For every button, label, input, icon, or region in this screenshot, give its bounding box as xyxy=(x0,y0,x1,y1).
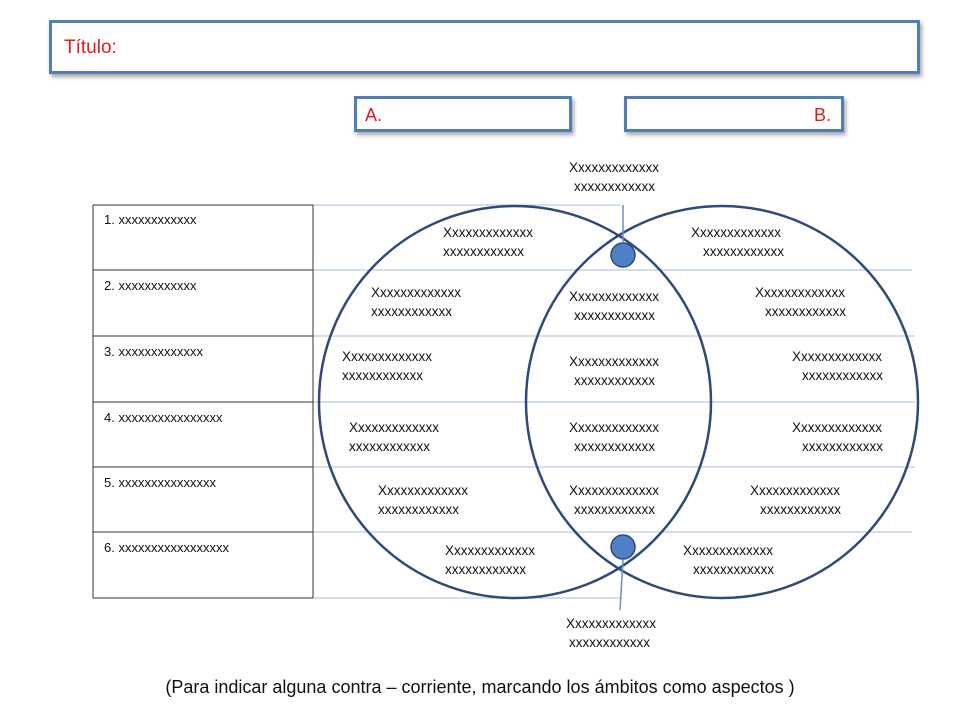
set-a-label: A. xyxy=(365,105,383,125)
cell-line: Xxxxxxxxxxxxx xyxy=(445,543,536,558)
cell-line: Xxxxxxxxxxxxx xyxy=(569,289,660,304)
cell-line: xxxxxxxxxxxx xyxy=(378,502,459,517)
cell-line: Xxxxxxxxxxxxx xyxy=(371,285,462,300)
cell-line: Xxxxxxxxxxxxx xyxy=(750,483,841,498)
top-annotation: Xxxxxxxxxxxxx xxxxxxxxxxxx xyxy=(569,158,659,196)
cell-line: Xxxxxxxxxxxxx xyxy=(569,354,660,369)
cell-line: xxxxxxxxxxxx xyxy=(443,244,524,259)
cell-line: Xxxxxxxxxxxxx xyxy=(569,483,660,498)
row-label-5: 5. xxxxxxxxxxxxxxx xyxy=(104,475,216,490)
right-cell-6: Xxxxxxxxxxxxx xxxxxxxxxxxx xyxy=(683,541,774,579)
row-label-1: 1. xxxxxxxxxxxx xyxy=(104,212,197,227)
cell-line: Xxxxxxxxxxxxx xyxy=(349,420,440,435)
cell-line: xxxxxxxxxxxx xyxy=(802,368,883,383)
cell-line: xxxxxxxxxxxx xyxy=(760,502,841,517)
annotation-line: xxxxxxxxxxxx xyxy=(569,635,650,650)
middle-cell-1: Xxxxxxxxxxxxx xxxxxxxxxxxx xyxy=(569,287,659,325)
middle-cell-2: Xxxxxxxxxxxxx xxxxxxxxxxxx xyxy=(569,352,659,390)
right-cell-4: Xxxxxxxxxxxxx xxxxxxxxxxxx xyxy=(792,418,883,456)
annotation-line: xxxxxxxxxxxx xyxy=(574,179,655,194)
cell-line: xxxxxxxxxxxx xyxy=(693,562,774,577)
left-cell-1: Xxxxxxxxxxxxx xxxxxxxxxxxx xyxy=(443,223,533,261)
cell-line: Xxxxxxxxxxxxx xyxy=(569,420,660,435)
bottom-annotation: Xxxxxxxxxxxxx xxxxxxxxxxxx xyxy=(566,614,656,652)
bottom-pointer-line xyxy=(619,559,624,611)
cell-line: xxxxxxxxxxxx xyxy=(574,308,655,323)
middle-cell-4: Xxxxxxxxxxxxx xxxxxxxxxxxx xyxy=(569,481,659,519)
cell-line: Xxxxxxxxxxxxx xyxy=(792,349,883,364)
row-label-3: 3. xxxxxxxxxxxxx xyxy=(104,344,203,359)
cell-line: xxxxxxxxxxxx xyxy=(349,439,430,454)
cell-line: Xxxxxxxxxxxxx xyxy=(378,483,469,498)
cell-line: Xxxxxxxxxxxxx xyxy=(755,285,846,300)
cell-line: Xxxxxxxxxxxxx xyxy=(792,420,883,435)
annotation-line: Xxxxxxxxxxxxx xyxy=(569,160,660,175)
cell-line: xxxxxxxxxxxx xyxy=(342,368,423,383)
middle-cell-3: Xxxxxxxxxxxxx xxxxxxxxxxxx xyxy=(569,418,659,456)
cell-line: Xxxxxxxxxxxxx xyxy=(342,349,433,364)
bottom-intersection-dot xyxy=(610,534,636,560)
right-cell-3: Xxxxxxxxxxxxx xxxxxxxxxxxx xyxy=(792,347,883,385)
title-box[interactable]: Título: xyxy=(49,20,920,74)
row-label-4: 4. xxxxxxxxxxxxxxxx xyxy=(104,410,223,425)
circle-b xyxy=(524,204,920,600)
right-cell-2: Xxxxxxxxxxxxx xxxxxxxxxxxx xyxy=(755,283,846,321)
set-b-label: B. xyxy=(813,105,831,125)
row-label-2: 2. xxxxxxxxxxxx xyxy=(104,278,197,293)
left-cell-3: Xxxxxxxxxxxxx xxxxxxxxxxxx xyxy=(342,347,432,385)
left-cell-6: Xxxxxxxxxxxxx xxxxxxxxxxxx xyxy=(445,541,535,579)
left-cell-5: Xxxxxxxxxxxxx xxxxxxxxxxxx xyxy=(378,481,468,519)
right-cell-5: Xxxxxxxxxxxxx xxxxxxxxxxxx xyxy=(750,481,841,519)
top-intersection-dot xyxy=(610,242,636,268)
cell-line: xxxxxxxxxxxx xyxy=(574,502,655,517)
set-b-box[interactable]: B. xyxy=(624,96,844,132)
left-cell-4: Xxxxxxxxxxxxx xxxxxxxxxxxx xyxy=(349,418,439,456)
cell-line: Xxxxxxxxxxxxx xyxy=(691,225,782,240)
cell-line: Xxxxxxxxxxxxx xyxy=(443,225,534,240)
annotation-line: Xxxxxxxxxxxxx xyxy=(566,616,657,631)
cell-line: Xxxxxxxxxxxxx xyxy=(683,543,774,558)
cell-line: xxxxxxxxxxxx xyxy=(445,562,526,577)
cell-line: xxxxxxxxxxxx xyxy=(574,439,655,454)
footer-note: (Para indicar alguna contra – corriente,… xyxy=(165,677,795,697)
cell-line: xxxxxxxxxxxx xyxy=(765,304,846,319)
cell-line: xxxxxxxxxxxx xyxy=(802,439,883,454)
circle-a xyxy=(317,204,713,600)
cell-line: xxxxxxxxxxxx xyxy=(703,244,784,259)
cell-line: xxxxxxxxxxxx xyxy=(371,304,452,319)
row-label-6: 6. xxxxxxxxxxxxxxxxx xyxy=(104,540,229,555)
cell-line: xxxxxxxxxxxx xyxy=(574,373,655,388)
title-label: Título: xyxy=(64,37,117,58)
set-a-box[interactable]: A. xyxy=(354,96,572,132)
left-cell-2: Xxxxxxxxxxxxx xxxxxxxxxxxx xyxy=(371,283,461,321)
right-cell-1: Xxxxxxxxxxxxx xxxxxxxxxxxx xyxy=(691,223,784,261)
